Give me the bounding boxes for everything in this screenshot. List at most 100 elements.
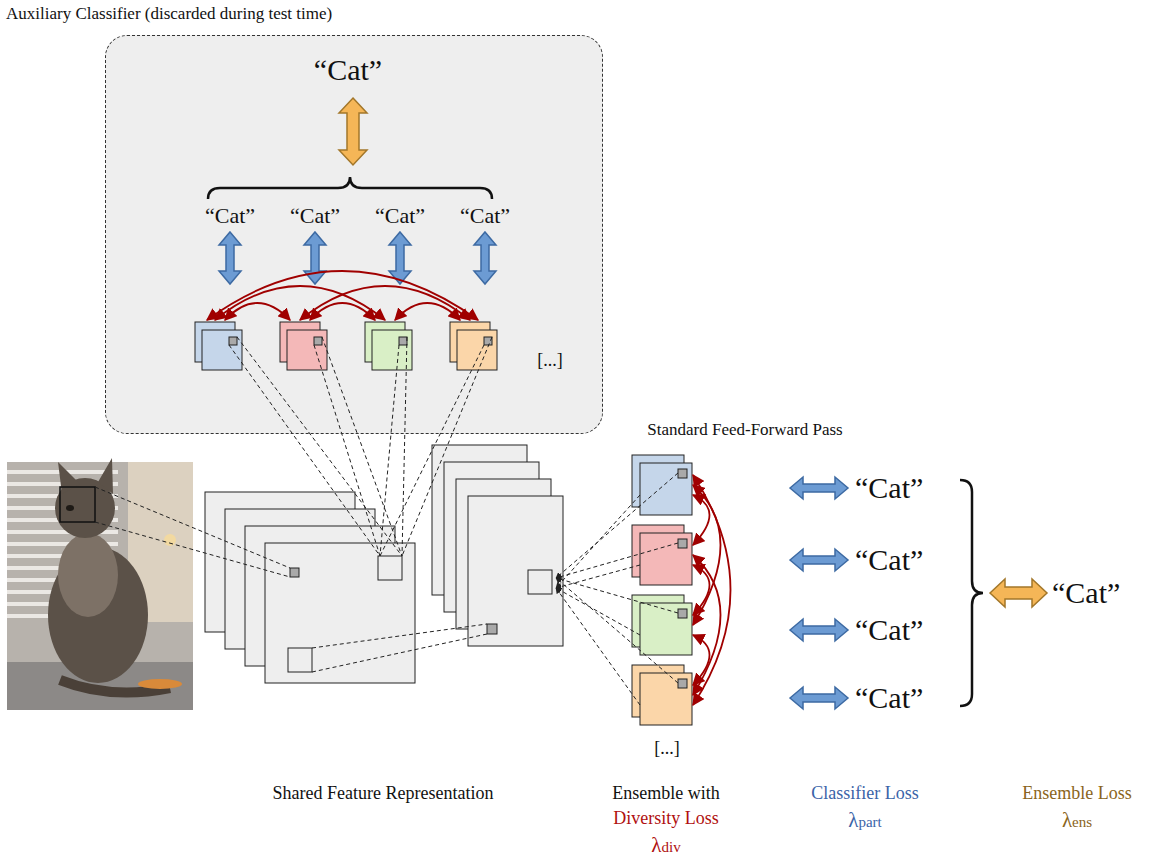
ensemble-stacks xyxy=(678,679,687,688)
receptive-lines xyxy=(322,337,402,556)
aux-stacks xyxy=(399,337,407,345)
receptive-lines xyxy=(314,345,380,556)
ensemble-stacks xyxy=(678,609,687,618)
diversity-arcs xyxy=(693,635,710,685)
class-prediction: “Cat” xyxy=(1052,576,1120,611)
ensemble-arrow xyxy=(339,98,367,165)
cat-photo xyxy=(138,679,182,689)
receptive-lines xyxy=(312,624,487,648)
aux-stacks xyxy=(372,330,412,370)
receptive-lines xyxy=(95,337,492,672)
aux-stacks xyxy=(287,330,327,370)
classifier-arrows xyxy=(790,687,848,709)
auxiliary-panel: Auxiliary Classifier (discarded during t… xyxy=(105,35,603,434)
receptive-lines xyxy=(95,522,290,577)
cat-photo xyxy=(98,458,113,494)
classifier-arrows xyxy=(304,232,326,284)
classifier-arrows xyxy=(790,549,848,571)
class-prediction: “Cat” xyxy=(855,471,923,506)
feed-forward-lines xyxy=(556,473,678,578)
ensemble-stacks xyxy=(640,673,692,725)
class-prediction: “Cat” xyxy=(205,203,255,228)
aux-stacks xyxy=(457,330,497,370)
ensemble-stacks xyxy=(640,463,692,515)
receptive-lines xyxy=(402,337,407,556)
receptive-lines xyxy=(229,345,380,556)
diversity-arcs xyxy=(215,286,385,320)
ensemble-stacks xyxy=(632,455,692,725)
feature-maps xyxy=(378,556,402,580)
feature-maps xyxy=(290,568,299,577)
loss-name: Diversity Loss xyxy=(613,808,719,829)
receptive-lines xyxy=(95,487,290,568)
aux-stacks xyxy=(314,337,322,345)
class-prediction: “Cat” xyxy=(375,203,425,228)
class-prediction: “Cat” xyxy=(855,681,923,716)
diversity-arcs xyxy=(300,286,470,320)
brace xyxy=(960,480,983,706)
section-label: Standard Feed-Forward Pass xyxy=(647,420,842,440)
classifier-arrows xyxy=(790,477,848,499)
feed-forward-lines xyxy=(556,543,678,578)
classifier-arrows xyxy=(790,619,848,641)
loss-name: Ensemble Loss xyxy=(1022,783,1132,804)
ensemble-stacks xyxy=(678,469,687,478)
loss-weight: λpart xyxy=(848,808,882,832)
panel-ground xyxy=(105,35,603,434)
class-prediction: “Cat” xyxy=(460,203,510,228)
aux-stacks xyxy=(202,330,242,370)
cat-photo xyxy=(7,458,193,710)
feature-maps xyxy=(468,496,563,646)
feature-maps xyxy=(265,543,415,683)
feature-maps xyxy=(528,570,552,594)
feature-maps xyxy=(487,624,497,634)
ensemble-stacks xyxy=(640,603,692,655)
cat-photo xyxy=(7,462,193,710)
classifier-arrows xyxy=(474,232,496,284)
classifier-arrows xyxy=(219,232,241,284)
caption-label: Ensemble with xyxy=(612,783,719,804)
feed-forward-lines xyxy=(556,578,678,683)
ellipsis: [...] xyxy=(537,350,563,371)
feature-maps xyxy=(288,648,312,672)
feed-forward-lines xyxy=(556,588,640,705)
feed-forward-lines xyxy=(556,473,678,705)
feature-maps xyxy=(205,445,563,683)
classifier-arrows xyxy=(219,232,496,284)
receptive-lines xyxy=(402,337,492,556)
panel-title: Auxiliary Classifier (discarded during t… xyxy=(6,4,332,24)
classifier-arrows xyxy=(389,232,411,284)
receptive-lines xyxy=(237,337,402,556)
class-prediction: “Cat” xyxy=(314,53,382,88)
diversity-arcs xyxy=(693,555,721,695)
loss-name: Classifier Loss xyxy=(811,783,919,804)
diversity-arcs xyxy=(693,475,731,705)
feed-forward-lines xyxy=(556,588,640,635)
caption-label: Shared Feature Representation xyxy=(273,783,494,804)
loss-weight: λens xyxy=(1062,808,1092,832)
ensemble-stacks xyxy=(678,539,687,548)
class-prediction: “Cat” xyxy=(855,613,923,648)
cat-photo xyxy=(58,462,80,494)
ensemble-stacks xyxy=(640,533,692,585)
aux-stacks xyxy=(195,322,497,370)
ellipsis: [...] xyxy=(654,738,680,759)
diversity-arcs xyxy=(207,271,478,320)
feed-forward-lines xyxy=(556,565,640,588)
receptive-lines xyxy=(380,345,484,556)
receptive-lines xyxy=(312,634,487,672)
loss-weight: λdiv xyxy=(651,833,680,857)
ensemble-arrow xyxy=(990,579,1047,607)
feed-forward-lines xyxy=(556,578,678,613)
brace xyxy=(208,177,492,199)
diversity-arcs xyxy=(207,271,478,320)
cat-photo xyxy=(58,533,118,617)
class-prediction: “Cat” xyxy=(290,203,340,228)
cat-photo xyxy=(164,534,176,546)
diversity-arcs xyxy=(693,475,731,705)
classifier-arrows xyxy=(790,477,848,709)
class-prediction: “Cat” xyxy=(855,543,923,578)
